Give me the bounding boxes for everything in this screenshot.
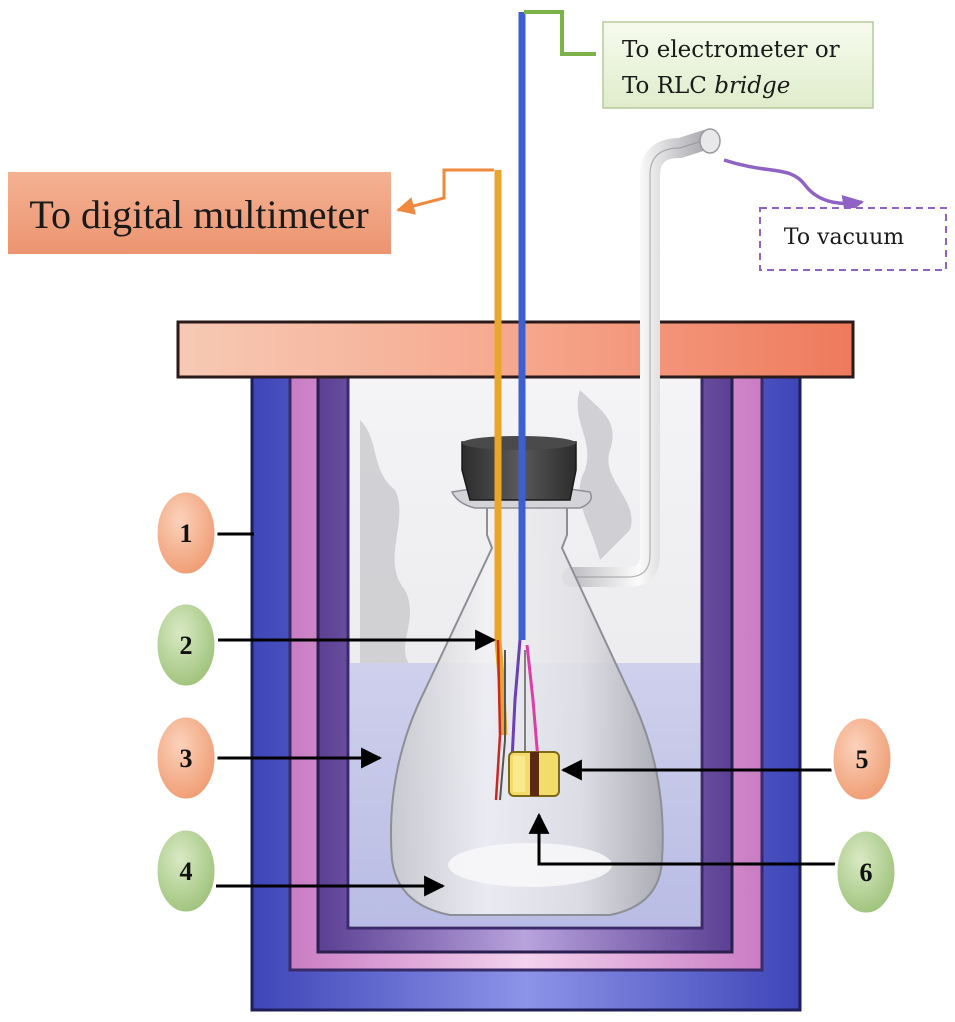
callout-4: 4 [154,827,218,915]
flask-bottom [448,843,612,887]
vacuum-label-group: To vacuum [723,158,947,271]
callout-6-number: 6 [860,858,873,887]
multimeter-arrow [396,168,494,215]
callout-2: 2 [154,601,218,689]
callout-3: 3 [154,714,218,802]
callout-2-number: 2 [180,631,193,660]
callout-lines [216,532,836,897]
callout-6-arrow [528,812,836,866]
electrometer-label-group: To electrometer or To RLC bridge [524,10,874,109]
callout-5-number: 5 [856,745,869,774]
yellow-wire [494,170,508,736]
dewar-lid [176,320,855,379]
flask-body [389,489,664,916]
vacuum-arrow [723,158,865,216]
callout-4-number: 4 [180,857,193,886]
svg-text:To RLC bridge: To RLC bridge [622,73,790,99]
callout-1-number: 1 [180,519,193,548]
electrometer-label-line2: To RLC [622,73,714,99]
vapor-left [360,420,410,665]
electrometer-connector [524,10,596,56]
callout-5: 5 [830,715,894,803]
multimeter-box [8,172,391,254]
electrometer-box [602,21,874,109]
multimeter-label-group: To digital multimeter [8,168,494,254]
vacuum-tube-end [699,128,721,154]
vapor-right [577,390,632,560]
wires [494,12,540,801]
callout-6: 6 [834,828,898,916]
callout-3-number: 3 [180,744,193,773]
multimeter-label: To digital multimeter [29,192,368,237]
callout-1: 1 [154,489,218,577]
vacuum-label: To vacuum [784,225,904,250]
electrometer-label-italic: bridge [714,73,790,99]
sample-pellet [508,751,560,797]
electrometer-label-line1: To electrometer or [622,37,840,63]
vacuum-box [759,207,947,271]
